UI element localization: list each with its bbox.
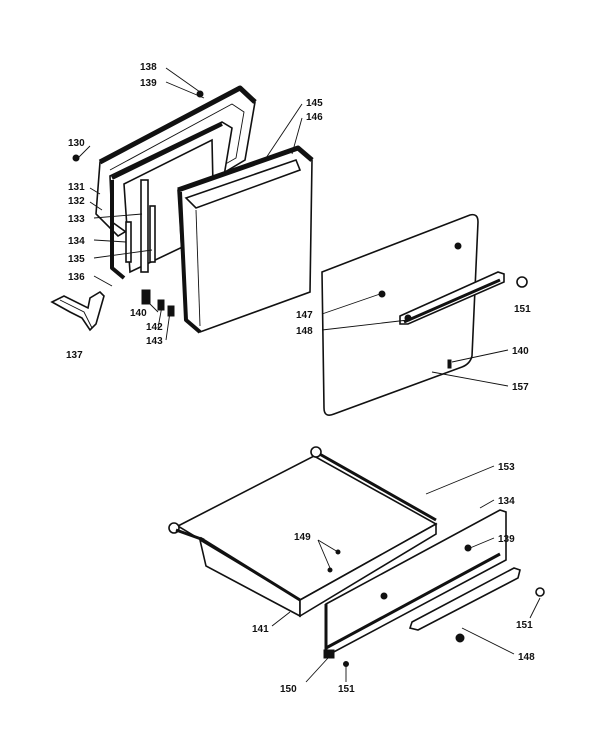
screw-140-panel bbox=[447, 359, 452, 369]
hinge-143 bbox=[167, 305, 175, 317]
label-133: 133 bbox=[68, 214, 85, 225]
label-151-bottom: 151 bbox=[338, 684, 355, 695]
label-139-top: 139 bbox=[140, 78, 157, 89]
leader-lines bbox=[77, 67, 541, 683]
label-139-drawer: 139 bbox=[498, 534, 515, 545]
label-138: 138 bbox=[140, 62, 157, 73]
bumper-151-bottom bbox=[535, 587, 545, 597]
label-140-door: 140 bbox=[130, 308, 147, 319]
label-131-top: 131 bbox=[68, 182, 85, 193]
label-147: 147 bbox=[296, 310, 313, 321]
part-number-labels: 138 139 130 131 132 133 134 135 136 137 … bbox=[66, 62, 535, 695]
label-136: 136 bbox=[68, 272, 85, 283]
drawer-handle-bar bbox=[408, 567, 521, 631]
label-148-panel: 148 bbox=[296, 326, 313, 337]
bumper-151-top bbox=[516, 276, 528, 288]
drawer-rail-left bbox=[175, 528, 205, 542]
bracket-150 bbox=[323, 649, 335, 659]
label-137: 137 bbox=[66, 350, 83, 361]
door-rod-133 bbox=[140, 179, 149, 273]
label-151-drawer: 151 bbox=[516, 620, 533, 631]
label-134-top: 134 bbox=[68, 236, 85, 247]
label-149: 149 bbox=[294, 532, 311, 543]
label-153: 153 bbox=[498, 462, 515, 473]
label-134-drawer: 134 bbox=[498, 496, 515, 507]
label-142: 142 bbox=[146, 322, 163, 333]
drawer-assembly bbox=[168, 446, 545, 667]
bumper-151-low bbox=[455, 633, 465, 643]
label-148-drawer: 148 bbox=[518, 652, 535, 663]
inner-door-panel bbox=[321, 213, 479, 416]
label-146: 146 bbox=[306, 112, 323, 123]
inner-panel-assembly bbox=[321, 213, 528, 416]
label-145: 145 bbox=[306, 98, 323, 109]
hinge-140 bbox=[141, 289, 151, 305]
door-handle-137 bbox=[50, 290, 105, 332]
screw-130 bbox=[72, 154, 80, 162]
label-150: 150 bbox=[280, 684, 297, 695]
door-rod-135 bbox=[149, 205, 156, 263]
label-132: 132 bbox=[68, 196, 85, 207]
label-135: 135 bbox=[68, 254, 85, 265]
label-151-panel: 151 bbox=[514, 304, 531, 315]
label-140-panel: 140 bbox=[512, 346, 529, 357]
hinge-142 bbox=[157, 299, 165, 311]
drawer-rail-top bbox=[315, 450, 437, 522]
oven-door-assembly bbox=[50, 85, 314, 334]
door-rod-134 bbox=[125, 221, 132, 263]
label-130: 130 bbox=[68, 138, 85, 149]
label-157: 157 bbox=[512, 382, 529, 393]
label-143: 143 bbox=[146, 336, 163, 347]
label-141: 141 bbox=[252, 624, 269, 635]
